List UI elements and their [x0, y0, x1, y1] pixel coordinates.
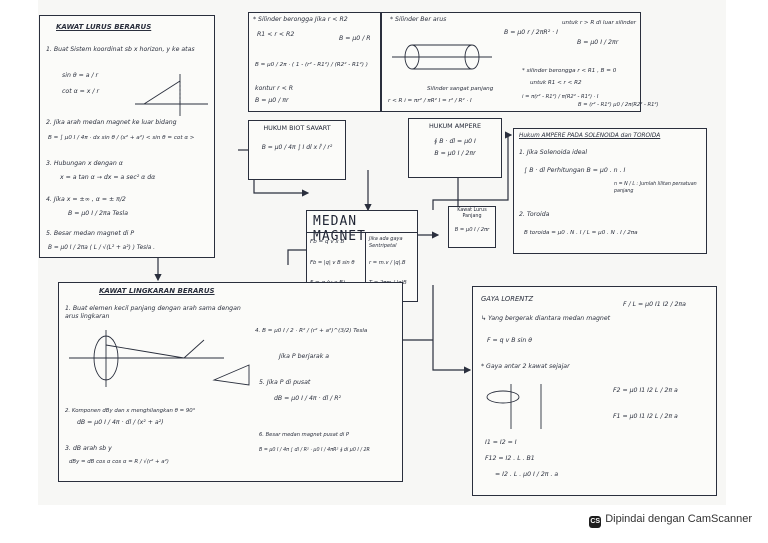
- lorentz-title: GAYA LORENTZ: [481, 295, 534, 303]
- medan-right-1: Sentripetal: [369, 243, 397, 249]
- kawat-lurus-line-9: 5. Besar medan magnet di P: [46, 230, 135, 237]
- silinder-luar-line-1: untuk r > R di luar silinder: [562, 20, 636, 26]
- solenoida-title: Hukum AMPERE PADA SOLENOIDA dan TOROIDA: [519, 133, 661, 139]
- kawat-lingkaran-line-7: 5. Jika P di pusat: [259, 379, 311, 386]
- kawat-lurus-line-10: B = μ0 I / 2πa ( L / √(L² + a²) ) Tesla …: [48, 245, 156, 251]
- lorentz-line-2: F = q v B sin θ: [487, 337, 533, 344]
- kawat-lingkaran-title: KAWAT LINGKARAN BERARUS: [99, 287, 215, 295]
- ampere-title: HUKUM AMPERE: [429, 122, 481, 130]
- kawat-lingkaran-box: KAWAT LINGKARAN BERARUS 1. Buat elemen k…: [58, 282, 403, 482]
- lorentz-box: GAYA LORENTZ F / L = μ0 I1 I2 / 2πa ↳ Ya…: [472, 286, 717, 496]
- silinder-berongga-line-0: R1 < r < R2: [257, 31, 295, 38]
- solenoida-line-1: ∫ B · dl Perhitungan B = μ0 . n . I: [524, 167, 626, 174]
- kawat-lingkaran-line-10: B = μ0 I / 4π ∫ dl / R² · μ0 I / 4πR² ∮ …: [259, 448, 370, 453]
- kawat-lurus-line-2: cot α = x / r: [62, 88, 100, 95]
- lorentz-line-7: F12 = I2 . L . B1: [485, 455, 535, 462]
- silinder-ber-arus-line-0: Silinder sangat panjang: [427, 86, 494, 92]
- silinder-berongga-line-1: B = μ0 / 2π · ( 1 - (r² - R1²) / (R2² - …: [255, 62, 368, 68]
- lorentz-line-4: F2 = μ0 I1 I2 L / 2π a: [613, 387, 678, 394]
- solenoida-box: Hukum AMPERE PADA SOLENOIDA dan TOROIDA …: [513, 128, 707, 254]
- kawat-lingkaran-line-8: dB = μ0 I / 4π · dl / R²: [274, 395, 341, 402]
- kawat-lurus-line-1: sin θ = a / r: [62, 72, 99, 79]
- kawat-lingkaran-line-5: 4. B = μ0 I / 2 · R² / (r² + a²)^(3/2) T…: [255, 328, 368, 334]
- kawat-lurus-box: KAWAT LURUS BERARUS 1. Buat Sistem koord…: [39, 15, 215, 258]
- medan-right-0: Jika ada gaya: [369, 236, 403, 242]
- ampere-box: HUKUM AMPERE ∮ B · dl = μ0 I B = μ0 I / …: [408, 118, 502, 178]
- ring-diagram: [69, 330, 250, 387]
- kawat-lurus-line-0: 1. Buat Sistem koordinat sb x horizon, y…: [46, 46, 195, 53]
- kawat-lingkaran-line-3: 3. dB arah sb y: [65, 445, 112, 452]
- kawat-panjang-box: Kawat Lurus Panjang B = μ0 I / 2πr: [448, 206, 496, 248]
- solenoida-line-3: 2. Toroida: [519, 211, 550, 218]
- kawat-panjang-formula: B = μ0 I / 2πr: [454, 227, 490, 233]
- kawat-lurus-line-8: B = μ0 I / 2πa Tesla: [68, 210, 129, 217]
- kawat-lingkaran-line-4: dBy = dB cos α cos α = R / √(r² + a²): [69, 459, 169, 465]
- medan-left-0: Fb = q v x B: [310, 239, 345, 245]
- parallel-wires-diagram: [486, 384, 542, 429]
- silinder-berongga-line-3: kontur r < R: [255, 85, 294, 92]
- silinder-ber-arus-title: * Silinder Ber arus: [390, 16, 447, 23]
- kawat-lingkaran-line-1: 2. Komponen dBy dan x menghilangkan θ = …: [65, 408, 196, 414]
- silinder-luar-line-6: B = (r² - R1²) μ0 / 2π(R2² - R1²): [578, 102, 659, 108]
- lorentz-line-0: F / L = μ0 I1 I2 / 2πa: [623, 301, 686, 308]
- kawat-panjang-title: Kawat Lurus Panjang: [457, 208, 487, 219]
- kawat-lurus-line-4: B = ∫ μ0 I / 4π · dx sin θ / (x² + a²) <…: [48, 135, 195, 141]
- cylinder-icon: [392, 44, 492, 70]
- kawat-lingkaran-line-2: dB = μ0 I / 4π · dl / (x² + a²): [77, 419, 164, 426]
- ampere-line-0: ∮ B · dl = μ0 I: [434, 138, 476, 145]
- silinder-berongga-box: * Silinder berongga Jika r < R2 R1 < r <…: [248, 12, 381, 112]
- kawat-lurus-line-3: 2. Jika arah medan magnet ke luar bidang: [46, 119, 177, 126]
- silinder-luar-line-2: B = μ0 I / 2πr: [577, 39, 619, 46]
- kawat-lingkaran-line-9: 6. Besar medan magnet pusat di P: [259, 432, 350, 438]
- lorentz-line-3: * Gaya antar 2 kawat sejajar: [481, 363, 570, 370]
- biot-savart-box: HUKUM BIOT SAVART B = μ0 / 4π ∫ I dl x r…: [248, 120, 346, 180]
- lorentz-line-5: F1 = μ0 I1 I2 L / 2π a: [613, 413, 678, 420]
- silinder-berongga-line-2: B = μ0 / R: [339, 35, 371, 42]
- camscanner-label: Dipindai dengan CamScanner: [605, 513, 752, 525]
- kawat-lurus-line-6: x = a tan α → dx = a sec² α dα: [60, 174, 156, 181]
- silinder-luar-line-5: i = π(r² - R1²) / π(R2² - R1²) · I: [522, 94, 599, 100]
- silinder-berongga-line-4: B = μ0 / πr: [255, 97, 289, 104]
- silinder-ber-arus-line-1: r < R i = πr² / πR² I = r² / R² · I: [388, 98, 472, 104]
- kawat-lurus-line-5: 3. Hubungan x dengan α: [46, 160, 123, 167]
- silinder-luar-line-4: untuk R1 < r < R2: [530, 80, 582, 86]
- solenoida-line-4: B toroida = μ0 . N . I / L = μ0 . N . I …: [524, 230, 638, 236]
- silinder-luar-line-3: * silinder berongga r < R1 , B = 0: [522, 68, 617, 74]
- kawat-lingkaran-line-0: 1. Buat elemen kecil panjang dengan arah…: [65, 305, 241, 321]
- kawat-lingkaran-line-6: Jika P berjarak a: [279, 353, 330, 360]
- biot-savart-title: HUKUM BIOT SAVART: [263, 124, 331, 132]
- medan-left-1: Fb = |q| v B sin θ: [310, 260, 355, 266]
- medan-right-2: r = m.v / |q|.B: [369, 260, 406, 266]
- silinder-berongga-title: * Silinder berongga Jika r < R2: [253, 16, 348, 23]
- kawat-lurus-diagram: [135, 74, 208, 116]
- notes-sheet: KAWAT LURUS BERARUS 1. Buat Sistem koord…: [38, 0, 726, 505]
- solenoida-line-2: n = N / L : Jumlah lilitan persatuan pan…: [614, 182, 697, 194]
- lorentz-line-1: ↳ Yang bergerak diantara medan magnet: [481, 315, 611, 322]
- lorentz-line-8: = I2 . L . μ0 I / 2π . a: [495, 471, 559, 478]
- lorentz-line-6: I1 = I2 = I: [485, 439, 517, 446]
- camscanner-icon: CS: [589, 516, 602, 528]
- kawat-lurus-line-7: 4. Jika x = ±∞ , α = ± π/2: [46, 196, 126, 203]
- kawat-lurus-title: KAWAT LURUS BERARUS: [56, 23, 152, 31]
- ampere-line-1: B = μ0 I / 2πr: [434, 150, 476, 158]
- silinder-ber-arus-box: * Silinder Ber arus Silinder sangat panj…: [381, 12, 659, 112]
- silinder-luar-line-0: B = μ0 r / 2πR² · I: [504, 29, 558, 36]
- biot-savart-formula: B = μ0 / 4π ∫ I dl x r̂ / r²: [261, 144, 333, 151]
- solenoida-line-0: 1. Jika Solenoida ideal: [519, 149, 588, 156]
